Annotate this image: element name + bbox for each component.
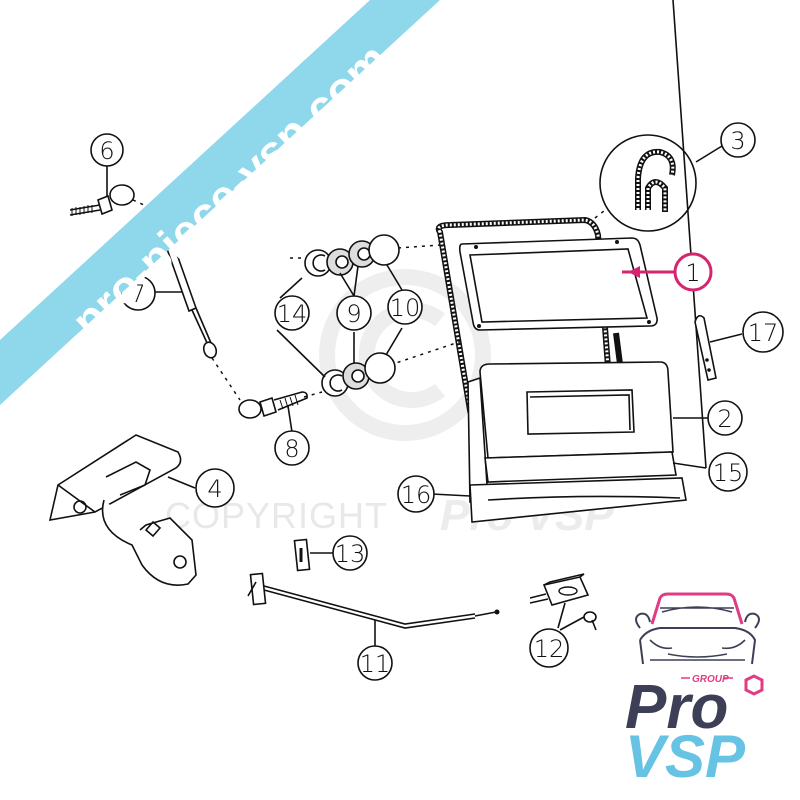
svg-text:7: 7 [130, 280, 145, 308]
callout-13[interactable]: 14 [274, 295, 310, 331]
provsp-logo: GROUP Pro VSP [625, 592, 764, 790]
svg-text:13: 13 [335, 540, 366, 568]
svg-text:4: 4 [207, 475, 222, 503]
part-12-lock [529, 573, 597, 631]
callout-12[interactable]: 12 [529, 628, 569, 668]
svg-text:17: 17 [748, 319, 779, 347]
callout-2[interactable]: 2 [707, 400, 743, 436]
callout-9[interactable]: 9 [336, 295, 372, 331]
svg-text:3: 3 [730, 127, 745, 155]
part-2-tailgate-panel [479, 332, 708, 459]
svg-text:15: 15 [713, 459, 744, 487]
svg-text:11: 11 [360, 650, 391, 678]
svg-text:2: 2 [717, 405, 732, 433]
svg-text:10: 10 [390, 294, 421, 322]
logo-group-text: GROUP [692, 674, 729, 685]
callout-8[interactable]: 8 [274, 430, 310, 466]
logo-vsp-text: VSP [625, 723, 746, 790]
svg-text:9: 9 [346, 300, 361, 328]
part-9-10-13-fasteners [276, 234, 403, 397]
svg-text:12: 12 [534, 635, 565, 663]
logo-pro-text: Pro [625, 673, 728, 742]
callout-10[interactable]: 10 [387, 289, 423, 325]
part-4-hinge [48, 434, 197, 586]
part-8-ball-stud [238, 391, 308, 433]
assembly-lines [132, 199, 466, 401]
part-3-seal-detail [594, 134, 723, 232]
copyright-text: COPYRIGHT [165, 495, 388, 536]
callout-17[interactable]: 17 [742, 311, 784, 353]
callouts: 6 7 14 9 10 8 3 1 17 2 15 16 4 13 11 12 [90, 122, 784, 681]
part-6-ball-stud [69, 166, 135, 216]
callout-1-highlighted[interactable]: 1 [673, 252, 713, 292]
part-15-16-lower-trim [431, 0, 707, 523]
callout-15[interactable]: 15 [708, 452, 748, 492]
svg-text:6: 6 [99, 137, 114, 165]
callout-11[interactable]: 11 [357, 645, 393, 681]
svg-text:14: 14 [277, 300, 308, 328]
part-14-striker [293, 538, 333, 572]
callout-14[interactable]: 13 [332, 535, 368, 571]
part-17-bracket [694, 314, 743, 381]
callout-3[interactable]: 3 [720, 122, 756, 158]
callout-6[interactable]: 6 [90, 133, 124, 167]
part-11-release-cable [247, 572, 500, 647]
svg-text:8: 8 [284, 435, 299, 463]
tailgate-frame [435, 216, 616, 424]
part-1-window [458, 237, 675, 331]
svg-text:1: 1 [685, 259, 700, 287]
copyright-watermark: COPYRIGHT Pro VSP [165, 269, 614, 540]
svg-text:16: 16 [401, 481, 432, 509]
callout-4[interactable]: 4 [195, 468, 235, 508]
callout-16[interactable]: 16 [397, 475, 435, 513]
